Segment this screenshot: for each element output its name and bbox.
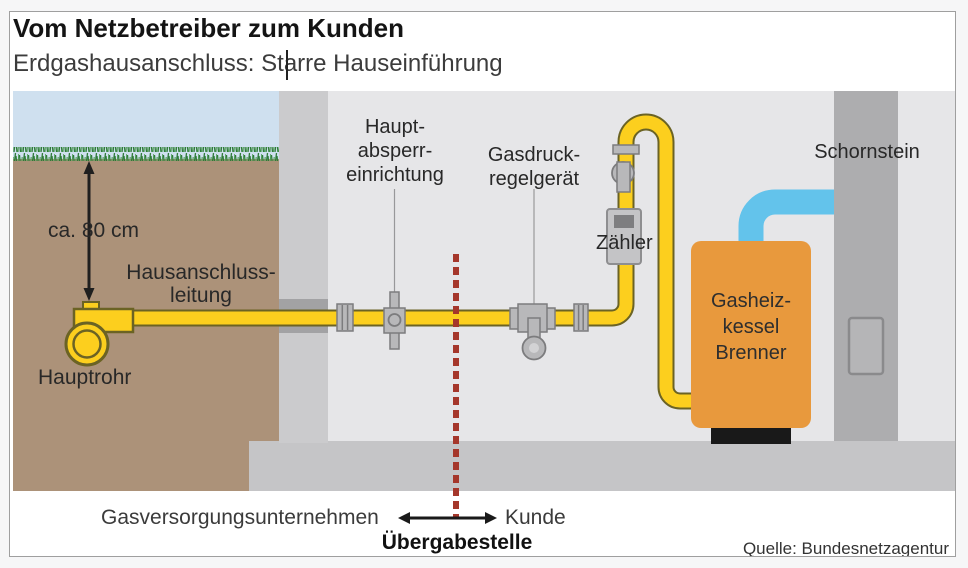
grass [13,147,279,161]
main-pipe-section [64,321,110,367]
customer-label: Kunde [505,506,566,529]
chimney-label: Schornstein [814,141,920,163]
gas-pipe-fill [98,115,702,408]
supplier-customer-arrow [398,512,497,524]
meter-display [614,215,634,228]
shutoff-bottom-stub [389,331,400,350]
riser-valve-stem [616,161,631,193]
pressure-regulator [509,303,556,361]
regulator-wheel-hub [529,343,539,353]
boiler-label: Gasheiz- kessel Brenner [710,290,792,364]
infographic-frame: Vom Netzbetreiber zum Kunden Erdgashausa… [9,11,956,557]
boiler [691,241,811,428]
boiler-base [711,428,791,444]
pipe-coupling-right [573,303,589,332]
chimney [834,91,898,441]
service-line-label: Hausanschluss- leitung [126,261,276,307]
shutoff-dial [387,313,402,327]
foundation-floor [249,441,955,491]
pipe-coupling-left [336,303,354,332]
diagram-canvas [13,91,955,524]
shutoff-label: Haupt- absperr- einrichtung [346,116,444,186]
shutoff-valve [383,291,406,350]
main-pipe-inner-ring [72,329,102,359]
source-credit: Quelle: Bundesnetzagentur [742,539,949,557]
chimney-door [847,316,885,376]
page-title: Vom Netzbetreiber zum Kunden [13,13,405,43]
shutoff-body [383,307,406,334]
main-pipe-fitting [64,301,135,367]
house-wall [279,91,328,443]
transfer-point-label: Übergabestelle [381,531,533,554]
regulator-label: Gasdruck- regelgerät [487,144,581,190]
riser-coupling-ring [612,144,640,155]
depth-arrow [83,161,95,301]
gas-meter [606,208,642,265]
main-pipe-label: Hauptrohr [38,366,132,389]
supplier-label: Gasversorgungsunternehmen [101,506,379,529]
text-cursor [286,50,288,80]
gas-pipe [98,113,702,410]
page-subtitle: Erdgashausanschluss: Starre Hauseinführu… [13,50,503,77]
meter-label: Zähler [596,232,653,254]
depth-label: ca. 80 cm [48,219,140,242]
riser-valve [611,161,635,193]
flue-pipe [738,189,846,246]
